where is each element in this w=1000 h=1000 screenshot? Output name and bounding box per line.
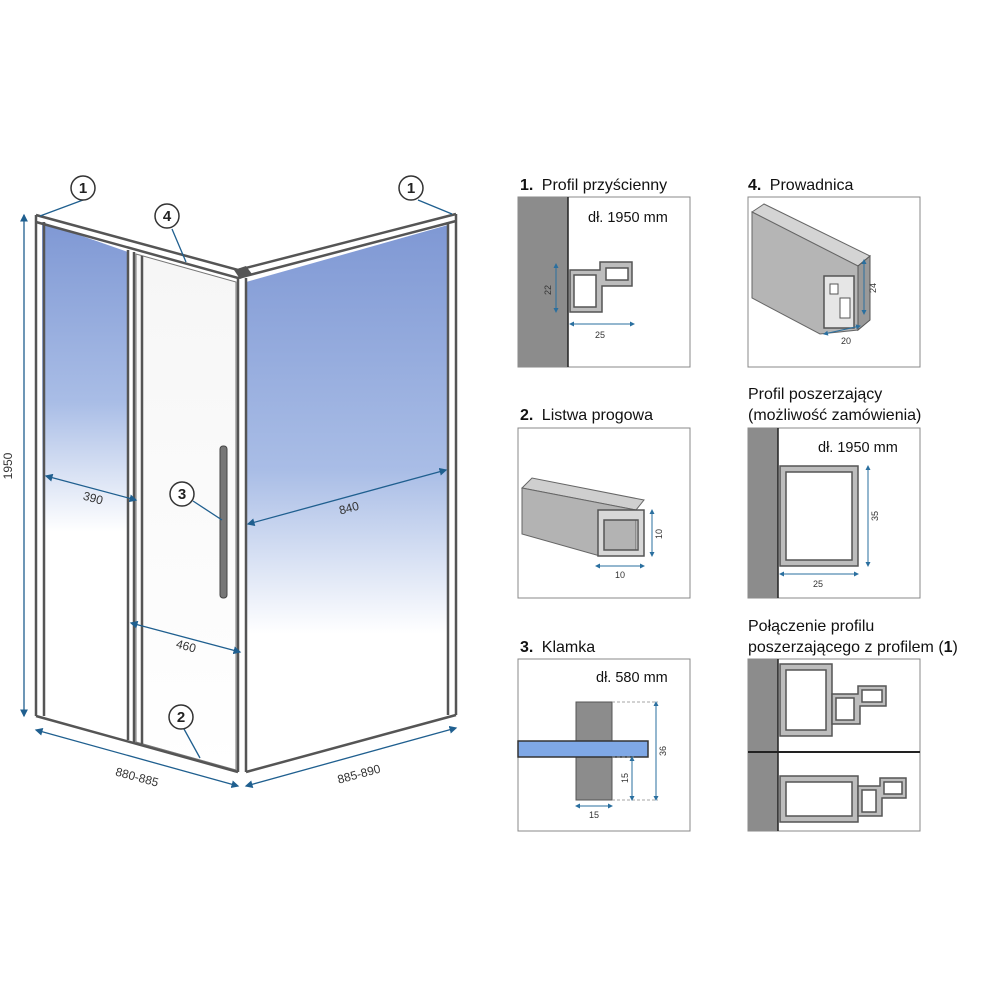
- dim-height: 1950: [1, 452, 15, 479]
- title-extension-line2: (możliwość zamówienia): [748, 407, 921, 424]
- title-handle: 3. Klamka: [520, 639, 595, 656]
- door-handle: [219, 445, 228, 599]
- detail-profile-wall: dł. 1950 mm 22 25: [517, 196, 691, 368]
- svg-text:22: 22: [543, 285, 553, 295]
- svg-text:1: 1: [407, 180, 415, 197]
- callout-1-left: 1: [70, 175, 96, 201]
- dim-width-front: 880-885: [114, 765, 160, 790]
- svg-text:36: 36: [658, 746, 668, 756]
- svg-text:25: 25: [813, 579, 823, 589]
- title-guide: 4. Prowadnica: [748, 177, 854, 194]
- svg-text:24: 24: [868, 283, 878, 293]
- svg-text:3: 3: [178, 486, 186, 503]
- svg-text:35: 35: [870, 511, 880, 521]
- svg-text:10: 10: [654, 529, 664, 539]
- dim-width-side: 885-890: [336, 762, 382, 787]
- svg-text:25: 25: [595, 330, 605, 340]
- callout-1-right: 1: [398, 175, 424, 201]
- length-label: dł. 1950 mm: [588, 210, 668, 226]
- left-fixed-glass: [42, 222, 128, 738]
- svg-text:10: 10: [615, 570, 625, 580]
- dim-door-fixed: 390: [82, 489, 105, 508]
- length-label: dł. 1950 mm: [818, 440, 898, 456]
- svg-text:4: 4: [163, 208, 172, 225]
- title-connection-line1: Połączenie profilu: [748, 618, 874, 635]
- callout-3: 3: [169, 481, 195, 507]
- detail-threshold: 10 10: [517, 427, 691, 599]
- svg-text:1: 1: [79, 180, 87, 197]
- main-dimension-lines: [20, 199, 458, 789]
- svg-text:20: 20: [841, 336, 851, 346]
- svg-text:15: 15: [589, 810, 599, 820]
- length-label: dł. 580 mm: [596, 670, 668, 686]
- title-connection-line2: poszerzającego z profilem (1): [748, 639, 958, 656]
- detail-extension: dł. 1950 mm 35 25: [747, 427, 921, 599]
- callout-4: 4: [154, 203, 180, 229]
- dim-side-panel: 840: [337, 499, 360, 518]
- title-threshold: 2. Listwa progowa: [520, 407, 653, 424]
- svg-text:2: 2: [177, 709, 185, 726]
- detail-handle: dł. 580 mm 36 15 15: [517, 658, 691, 832]
- svg-text:15: 15: [620, 773, 630, 783]
- dim-door-opening: 460: [175, 637, 198, 656]
- detail-guide: 24 20: [747, 196, 921, 368]
- title-profile-wall: 1. Profil przyścienny: [520, 177, 667, 194]
- title-extension-line1: Profil poszerzający: [748, 386, 882, 403]
- detail-connection: [747, 658, 921, 832]
- callout-2: 2: [168, 704, 194, 730]
